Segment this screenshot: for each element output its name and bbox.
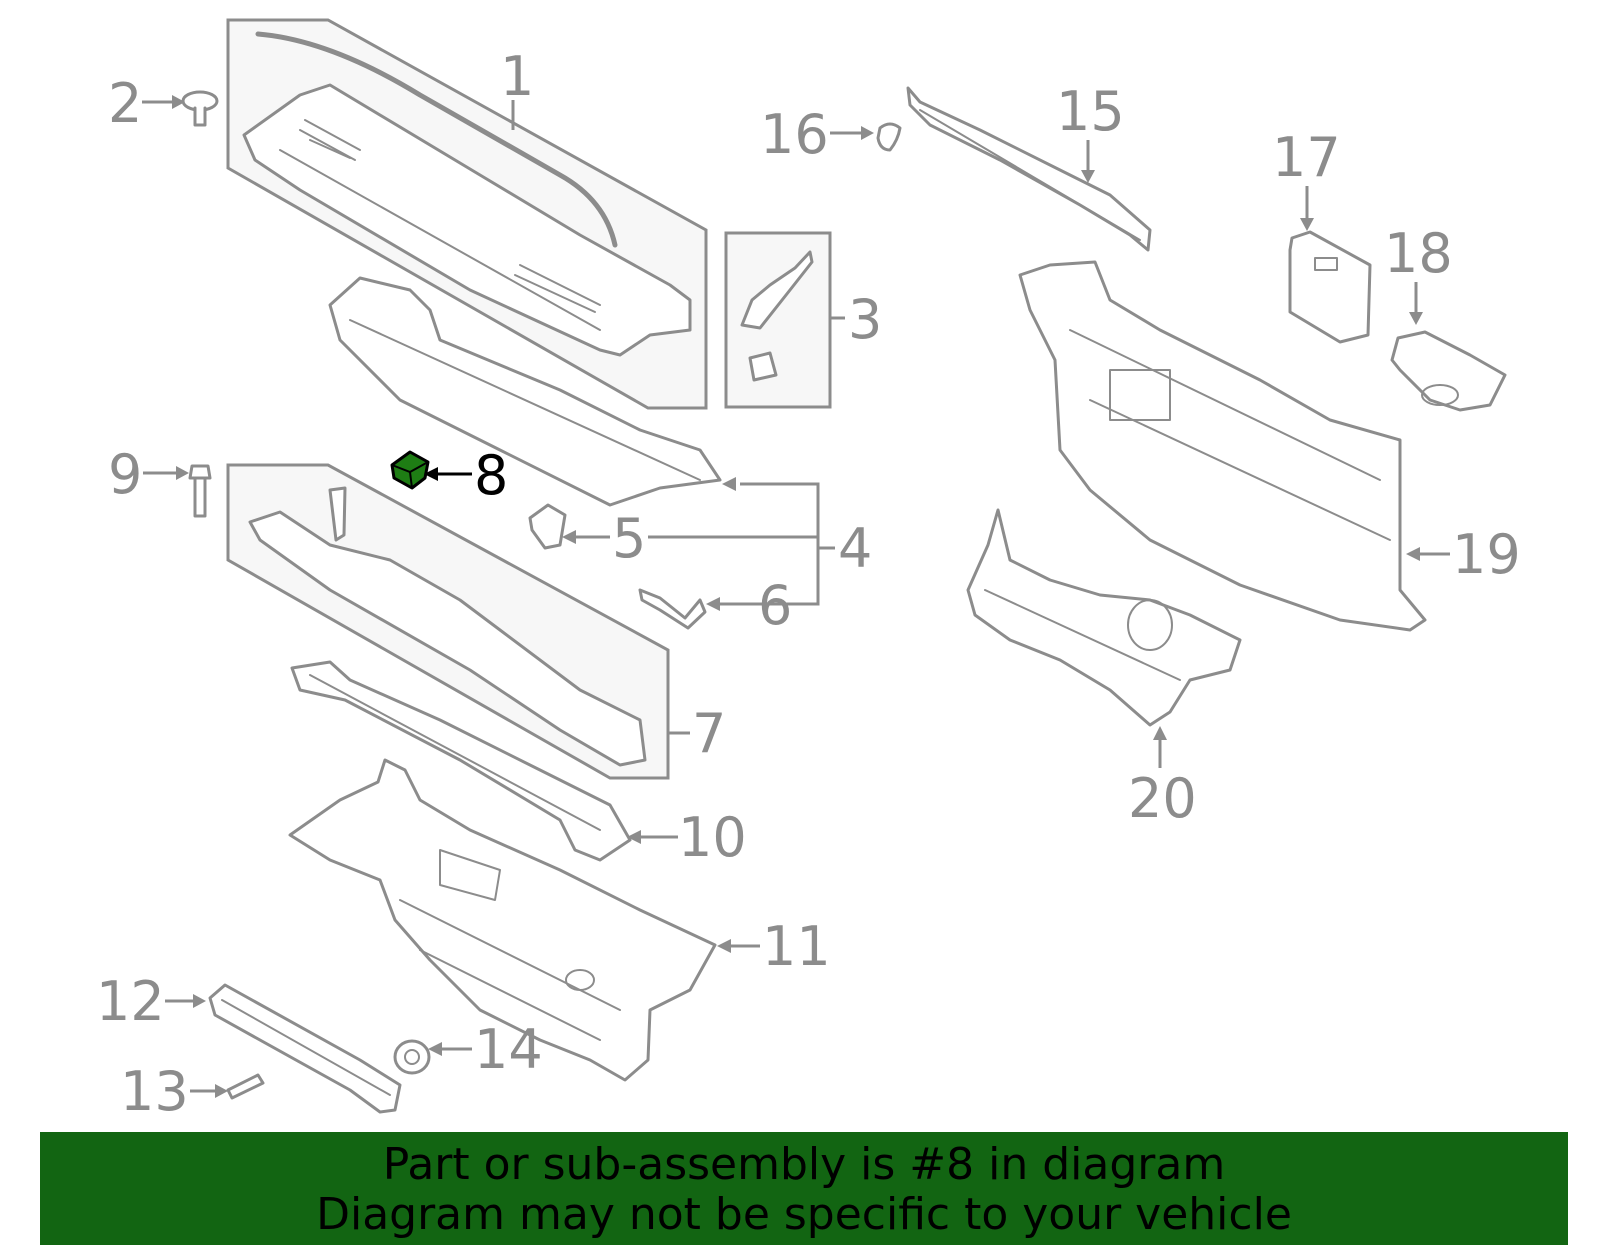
callout-17: 17 [1272,126,1341,189]
callout-4: 4 [838,517,872,580]
part-19-dash-panel [1018,260,1427,632]
part-3-brackets [724,231,832,409]
callout-6: 6 [758,574,792,637]
callout-labels: 1 2 3 4 5 6 7 8 9 10 11 12 13 14 15 16 1… [96,45,1521,1123]
callout-19: 19 [1452,523,1521,586]
callout-8: 8 [474,444,508,507]
part-1-cowl-panel [226,18,708,410]
part-15-bracket [906,86,1152,252]
part-6-bracket [638,588,707,630]
part-2-clip [181,90,219,127]
callout-11: 11 [762,915,831,978]
part-13-pin [226,1073,265,1100]
part-17-duct [1288,230,1372,344]
callout-18: 18 [1384,222,1453,285]
callout-7: 7 [692,702,726,765]
banner-line-2: Diagram may not be specific to your vehi… [316,1189,1292,1240]
callout-10: 10 [678,806,747,869]
callout-12: 12 [96,970,165,1033]
leaders [142,95,1450,1098]
info-banner: Part or sub-assembly is #8 in diagram Di… [40,1132,1568,1245]
part-9-bolt [188,464,212,518]
part-8-highlighted [390,450,430,490]
part-12-reinforcement [208,983,402,1114]
callout-1: 1 [500,45,534,108]
callout-20: 20 [1128,767,1197,830]
part-7-lower-cowl [226,463,670,780]
callout-9: 9 [108,443,142,506]
part-20-dash-inner [966,508,1242,727]
callout-14: 14 [474,1018,543,1081]
part-10-cross-member [290,660,632,862]
banner-line-1: Part or sub-assembly is #8 in diagram [382,1139,1226,1190]
part-5-bracket [528,503,567,550]
callout-5: 5 [612,507,646,570]
callout-2: 2 [108,72,142,135]
callout-15: 15 [1056,80,1125,143]
callout-16: 16 [760,103,829,166]
part-11-dash-panel [288,758,717,1082]
callout-3: 3 [848,288,882,351]
part-18-bracket [1390,330,1507,412]
part-14-grommet [393,1039,431,1075]
part-16-clip [876,122,902,152]
callout-13: 13 [120,1060,189,1123]
part-4-cowl-reinforcement [328,276,722,507]
